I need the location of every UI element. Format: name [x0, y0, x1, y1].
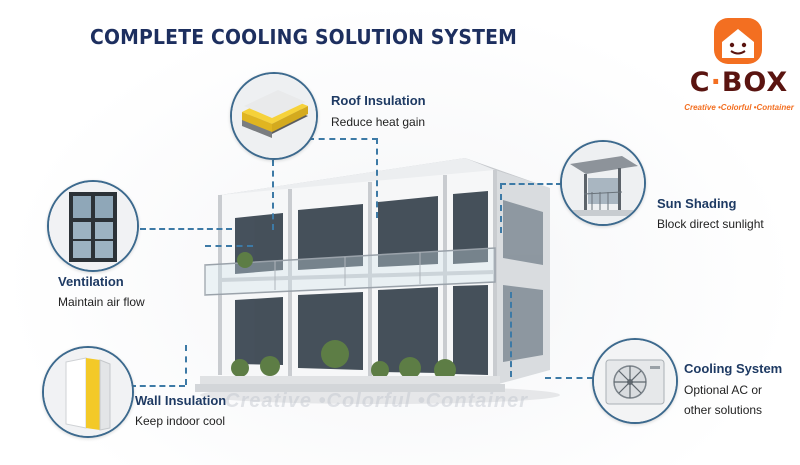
brand-tagline: Creative •Colorful •Container [684, 103, 794, 112]
cooling-system-circle [592, 338, 678, 424]
cooling-system-title: Cooling System [684, 361, 783, 376]
roof-insulation-circle [230, 72, 318, 160]
insulation-layers-icon [232, 74, 316, 158]
ventilation-desc: Maintain air flow [58, 295, 145, 309]
brand-watermark: Creative •Colorful •Container [225, 390, 529, 412]
ventilation-title: Ventilation [58, 274, 124, 289]
connector-vent-2 [205, 245, 253, 247]
container-building-illustration [195, 158, 560, 404]
connector-vent [140, 228, 232, 230]
connector-cool [545, 377, 593, 379]
cooling-system-desc-line2: other solutions [684, 403, 763, 417]
awning-icon [562, 142, 644, 224]
brand-name: C·BOX [689, 67, 789, 98]
connector-sun-down [500, 183, 502, 233]
connector-wall [185, 345, 187, 385]
connector-roof [308, 138, 378, 140]
roof-insulation-title: Roof Insulation [331, 93, 426, 108]
cbox-logo: C·BOX Creative •Colorful •Container [683, 14, 795, 122]
ac-unit-icon [594, 340, 676, 422]
connector-cool-2 [510, 292, 512, 377]
page-title: COMPLETE COOLING SOLUTION SYSTEM [90, 25, 518, 49]
roof-insulation-desc: Reduce heat gain [331, 115, 426, 129]
wall-panel-icon [44, 348, 132, 436]
wall-insulation-circle [42, 346, 134, 438]
wall-insulation-desc: Keep indoor cool [135, 414, 226, 428]
connector-wall-2 [130, 385, 185, 387]
house-face-icon [714, 18, 762, 64]
sun-shading-title: Sun Shading [657, 196, 737, 211]
cooling-system-desc-line1: Optional AC or [684, 383, 763, 397]
sun-shading-desc: Block direct sunlight [657, 217, 764, 231]
wall-insulation-title: Wall Insulation [135, 393, 227, 408]
connector-roof-left [272, 160, 274, 230]
ventilation-circle [47, 180, 139, 272]
window-icon [49, 182, 137, 270]
sun-shading-circle [560, 140, 646, 226]
connector-roof-down [376, 138, 378, 218]
connector-sun [500, 183, 562, 185]
